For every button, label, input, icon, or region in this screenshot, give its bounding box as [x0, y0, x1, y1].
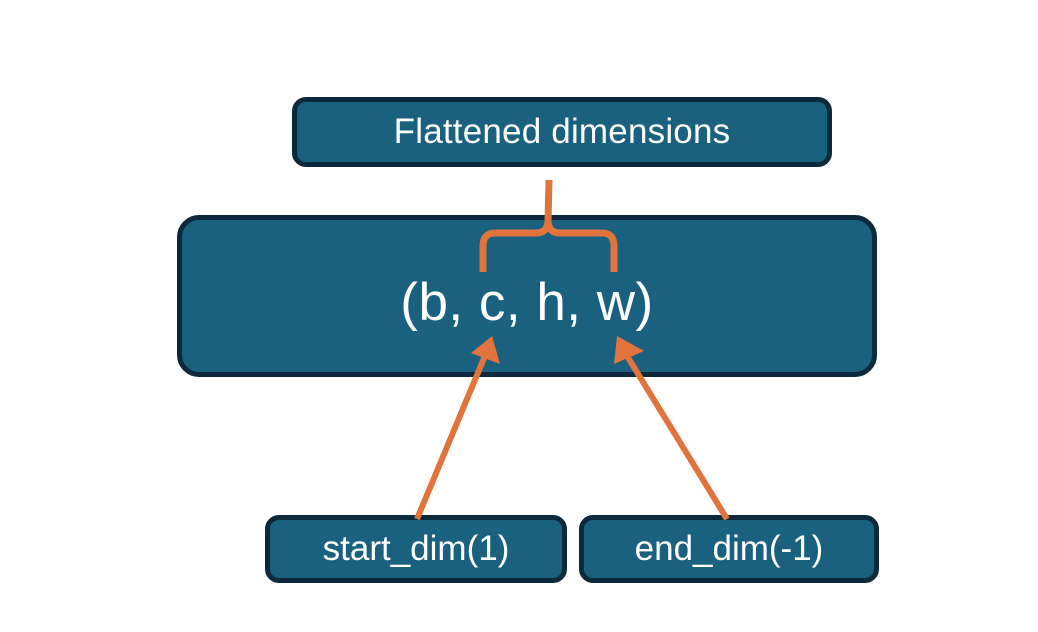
node-flattened-dimensions-label: Flattened dimensions	[393, 111, 731, 151]
node-start-dim[interactable]: start_dim(1)	[265, 515, 567, 583]
node-end-dim[interactable]: end_dim(-1)	[579, 515, 879, 583]
node-end-dim-label: end_dim(-1)	[634, 528, 824, 568]
node-tensor-shape[interactable]: (b, c, h, w)	[177, 215, 877, 377]
node-flattened-dimensions[interactable]: Flattened dimensions	[292, 97, 832, 167]
node-start-dim-label: start_dim(1)	[322, 528, 510, 568]
node-tensor-shape-label: (b, c, h, w)	[400, 273, 654, 333]
